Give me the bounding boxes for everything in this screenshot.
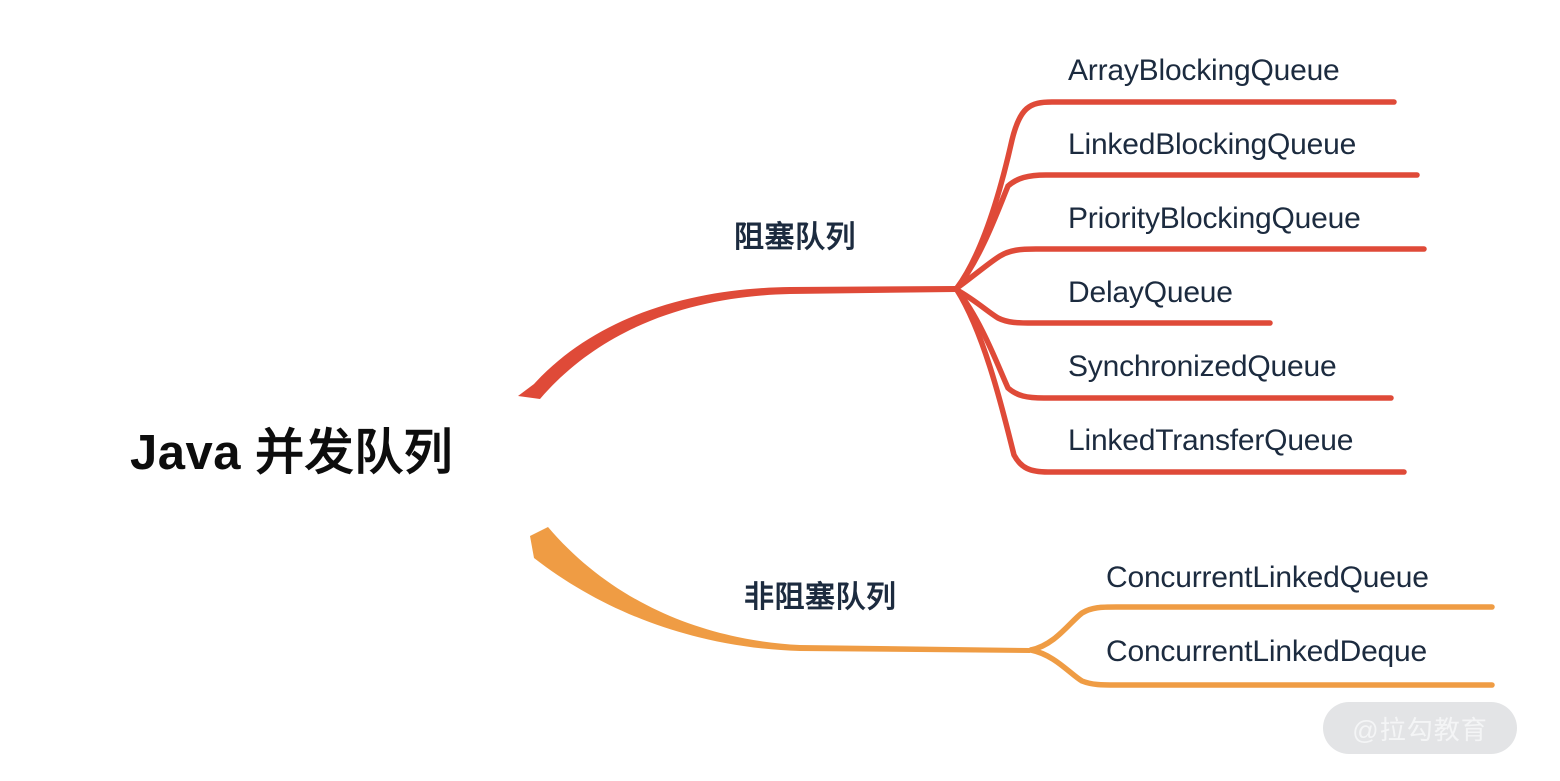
- leaf-label-concurrent-linked-queue[interactable]: ConcurrentLinkedQueue: [1106, 561, 1429, 594]
- leaf-label-concurrent-linked-deque[interactable]: ConcurrentLinkedDeque: [1106, 635, 1428, 668]
- leaf-label-array-blocking-queue[interactable]: ArrayBlockingQueue: [1068, 54, 1340, 87]
- leaf-label-synchronized-queue[interactable]: SynchronizedQueue: [1068, 350, 1337, 383]
- root-node-label[interactable]: Java 并发队列: [130, 426, 454, 480]
- leaf-label-linked-transfer-queue[interactable]: LinkedTransferQueue: [1068, 424, 1354, 457]
- leaf-label-delay-queue[interactable]: DelayQueue: [1068, 276, 1233, 309]
- branch-label-blocking-queue[interactable]: 阻塞队列: [734, 221, 856, 254]
- branch-label-nonblocking-queue[interactable]: 非阻塞队列: [744, 581, 897, 614]
- watermark-badge: @拉勾教育: [1323, 702, 1517, 754]
- leaf-label-priority-blocking-queue[interactable]: PriorityBlockingQueue: [1068, 202, 1361, 235]
- leaf-label-linked-blocking-queue[interactable]: LinkedBlockingQueue: [1068, 128, 1357, 161]
- trunk-blocking: [518, 286, 956, 399]
- watermark-text: @拉勾教育: [1352, 714, 1488, 745]
